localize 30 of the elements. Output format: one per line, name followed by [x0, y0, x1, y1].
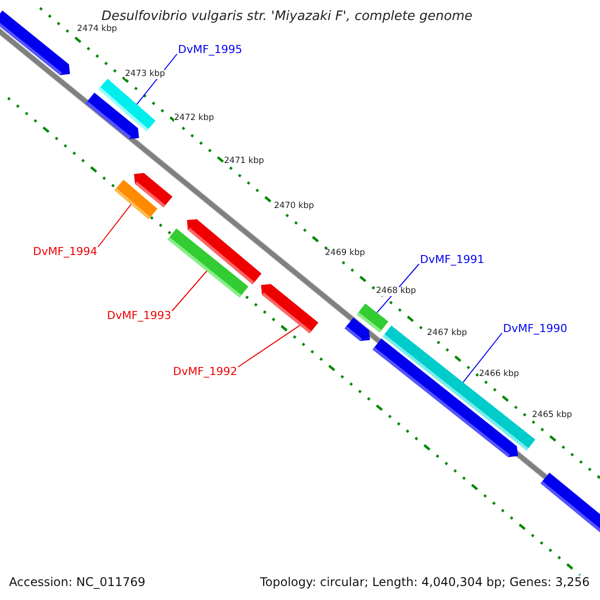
leader-line: [462, 332, 502, 383]
leader-line: [238, 324, 300, 368]
gene-block: [168, 228, 248, 298]
tick-label: 2468 kbp: [376, 287, 416, 296]
accession-text: Accession: NC_011769: [9, 576, 146, 588]
tick-label: 2471 kbp: [224, 157, 264, 166]
tick-label: 2466 kbp: [479, 370, 520, 378]
gene-block: [86, 92, 139, 139]
gene-label: DvMF_1990: [503, 323, 568, 334]
tick-label: 2472 kbp: [174, 114, 214, 122]
genome-summary-text: Topology: circular; Length: 4,040,304 bp; Genes: 3,256: [260, 576, 590, 588]
gene-label: DvMF_1991: [420, 254, 484, 265]
gene-block: [372, 338, 518, 458]
gene-label: DvMF_1994: [33, 246, 98, 257]
leader-line: [98, 204, 132, 248]
gene-label: DvMF_1993: [107, 310, 172, 321]
tick-label: 2467 kbp: [427, 329, 468, 338]
gene-block: [0, 10, 70, 76]
tick-label: 2473 kbp: [125, 70, 166, 78]
tick-label: 2470 kbp: [274, 202, 314, 210]
tick-label: 2465 kbp: [532, 411, 572, 420]
gene-label: DvMF_1992: [173, 366, 238, 377]
leader-line: [172, 270, 208, 312]
gene-block: [540, 472, 600, 534]
gene-label: DvMF_1995: [178, 44, 242, 55]
title: Desulfovibrio vulgaris str. 'Miyazaki F', complete genome: [101, 10, 473, 23]
gene-block: [261, 284, 318, 334]
tick-label: 2469 kbp: [325, 249, 366, 258]
gene-block: [344, 318, 370, 342]
gene-block: [114, 180, 158, 220]
